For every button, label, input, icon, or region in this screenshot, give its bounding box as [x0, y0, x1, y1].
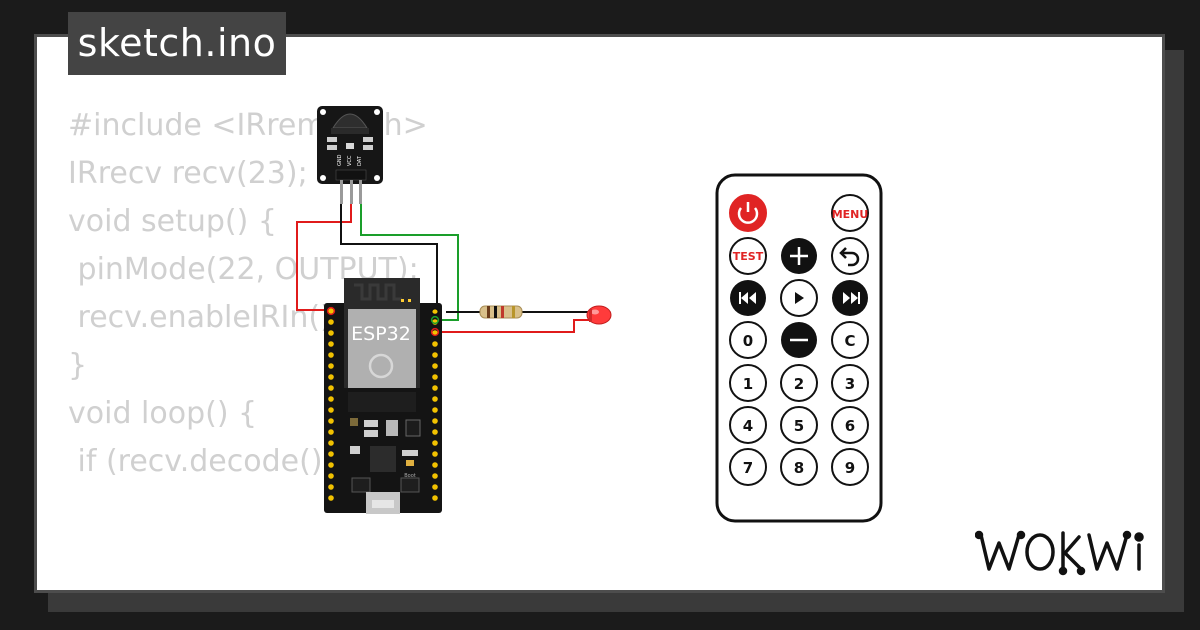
button-label: 2: [794, 375, 804, 393]
power-icon: [737, 207, 759, 224]
boot-button[interactable]: [400, 477, 420, 493]
wire-gnd-black[interactable]: [340, 204, 438, 312]
play-icon: [795, 292, 804, 304]
back-icon: [843, 251, 860, 267]
ir-remote: MENU TEST: [715, 173, 883, 523]
remote-button-4[interactable]: 4: [729, 406, 767, 444]
esp32-board[interactable]: ESP32 Boot: [324, 278, 442, 514]
wokwi-logo: [975, 530, 1144, 576]
pin-label-gnd: GND: [337, 154, 343, 166]
resistor[interactable]: [479, 305, 523, 319]
remote-power-button[interactable]: [729, 194, 767, 232]
remote-button-3[interactable]: 3: [831, 364, 869, 402]
wire-data-green[interactable]: [360, 204, 459, 321]
button-label: 1: [743, 375, 753, 393]
pin-label-dat: DAT: [357, 155, 363, 166]
prev-icon: [741, 292, 756, 304]
remote-button-6[interactable]: 6: [831, 406, 869, 444]
file-tab[interactable]: sketch.ino: [68, 12, 286, 75]
button-label: C: [844, 332, 855, 350]
code-line: void setup() {: [68, 204, 277, 239]
remote-back-button[interactable]: [831, 237, 869, 275]
test-label: TEST: [733, 250, 764, 263]
button-label: 8: [794, 459, 804, 477]
remote-button-5[interactable]: 5: [780, 406, 818, 444]
button-label: 5: [794, 417, 804, 435]
button-label: 6: [845, 417, 855, 435]
remote-button-c[interactable]: C: [831, 321, 869, 359]
espressif-logo-icon: [368, 353, 394, 379]
boot-label: Boot: [404, 473, 416, 479]
remote-button-9[interactable]: 9: [831, 448, 869, 486]
remote-button-0[interactable]: 0: [729, 321, 767, 359]
red-led[interactable]: [586, 305, 612, 325]
remote-plus-button[interactable]: [781, 238, 817, 274]
ir-receiver-module[interactable]: GND VCC DAT: [317, 106, 383, 204]
wire-led-red[interactable]: [438, 319, 590, 333]
code-line: }: [68, 348, 88, 383]
menu-label: MENU: [832, 208, 869, 221]
remote-button-1[interactable]: 1: [729, 364, 767, 402]
left-pin-header: [328, 308, 334, 501]
pin-label-vcc: VCC: [347, 155, 353, 166]
remote-prev-button[interactable]: [730, 280, 766, 316]
remote-play-button[interactable]: [780, 279, 818, 317]
en-button[interactable]: [351, 477, 371, 493]
remote-button-2[interactable]: 2: [780, 364, 818, 402]
button-label: 4: [743, 417, 753, 435]
code-line: pinMode(22, OUTPUT);: [68, 252, 419, 287]
wire-vcc-red[interactable]: [296, 204, 352, 311]
board-label: ESP32: [351, 323, 411, 345]
remote-button-8[interactable]: 8: [780, 448, 818, 486]
remote-menu-button[interactable]: MENU: [831, 194, 869, 232]
button-label: 3: [845, 375, 855, 393]
plus-icon: [790, 247, 808, 265]
button-label: 7: [743, 459, 753, 477]
button-label: 0: [743, 332, 753, 350]
next-icon: [843, 292, 858, 304]
remote-minus-button[interactable]: [781, 322, 817, 358]
code-line: void loop() {: [68, 396, 258, 431]
button-label: 9: [845, 459, 855, 477]
code-editor-background: #include <IRremote.h>IRrecv recv(23);voi…: [68, 102, 428, 486]
code-line: IRrecv recv(23);: [68, 156, 308, 191]
remote-button-7[interactable]: 7: [729, 448, 767, 486]
remote-next-button[interactable]: [832, 280, 868, 316]
remote-test-button[interactable]: TEST: [729, 237, 767, 275]
